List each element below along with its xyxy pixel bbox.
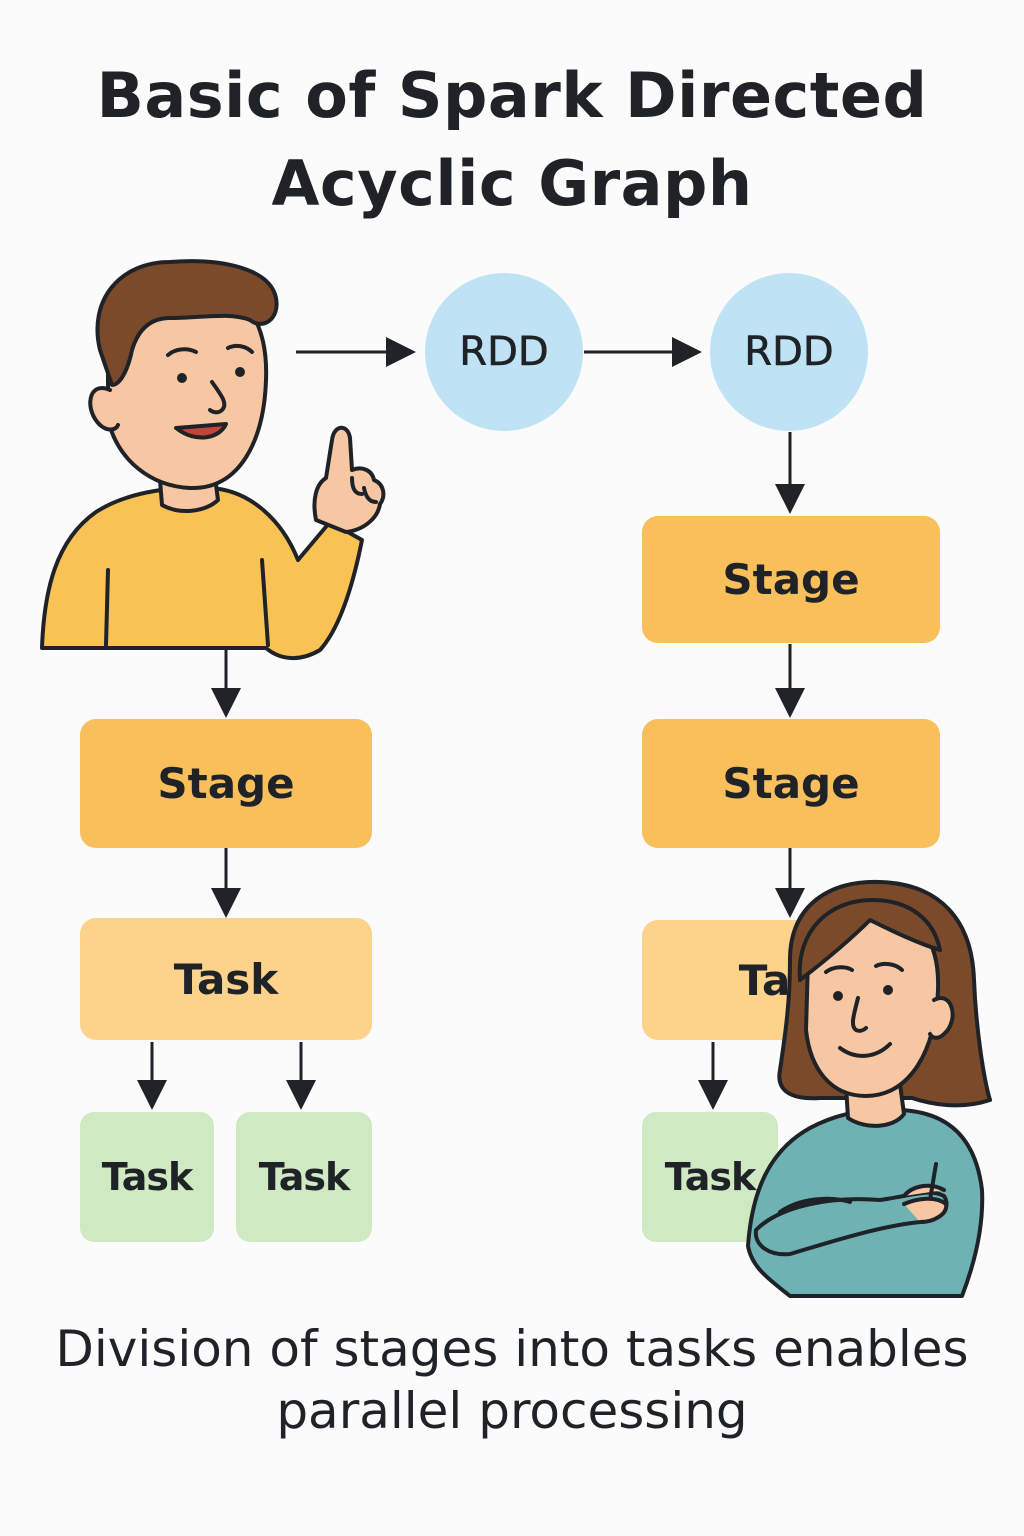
- rdd-node-1: RDD: [425, 273, 583, 431]
- right-subtask: Task: [642, 1112, 778, 1242]
- diagram-title: Basic of Spark Directed Acyclic Graph: [96, 59, 928, 220]
- left-stage: Stage: [80, 719, 372, 848]
- right-stage-2: Stage: [642, 719, 940, 848]
- right-stage-1: Stage: [642, 516, 940, 643]
- left-subtask-1: Task: [80, 1112, 214, 1242]
- rdd-node-2: RDD: [710, 273, 868, 431]
- diagram-caption: Division of stages into tasks enables pa…: [55, 1320, 969, 1440]
- left-subtask-2: Task: [236, 1112, 372, 1242]
- left-task: Task: [80, 918, 372, 1040]
